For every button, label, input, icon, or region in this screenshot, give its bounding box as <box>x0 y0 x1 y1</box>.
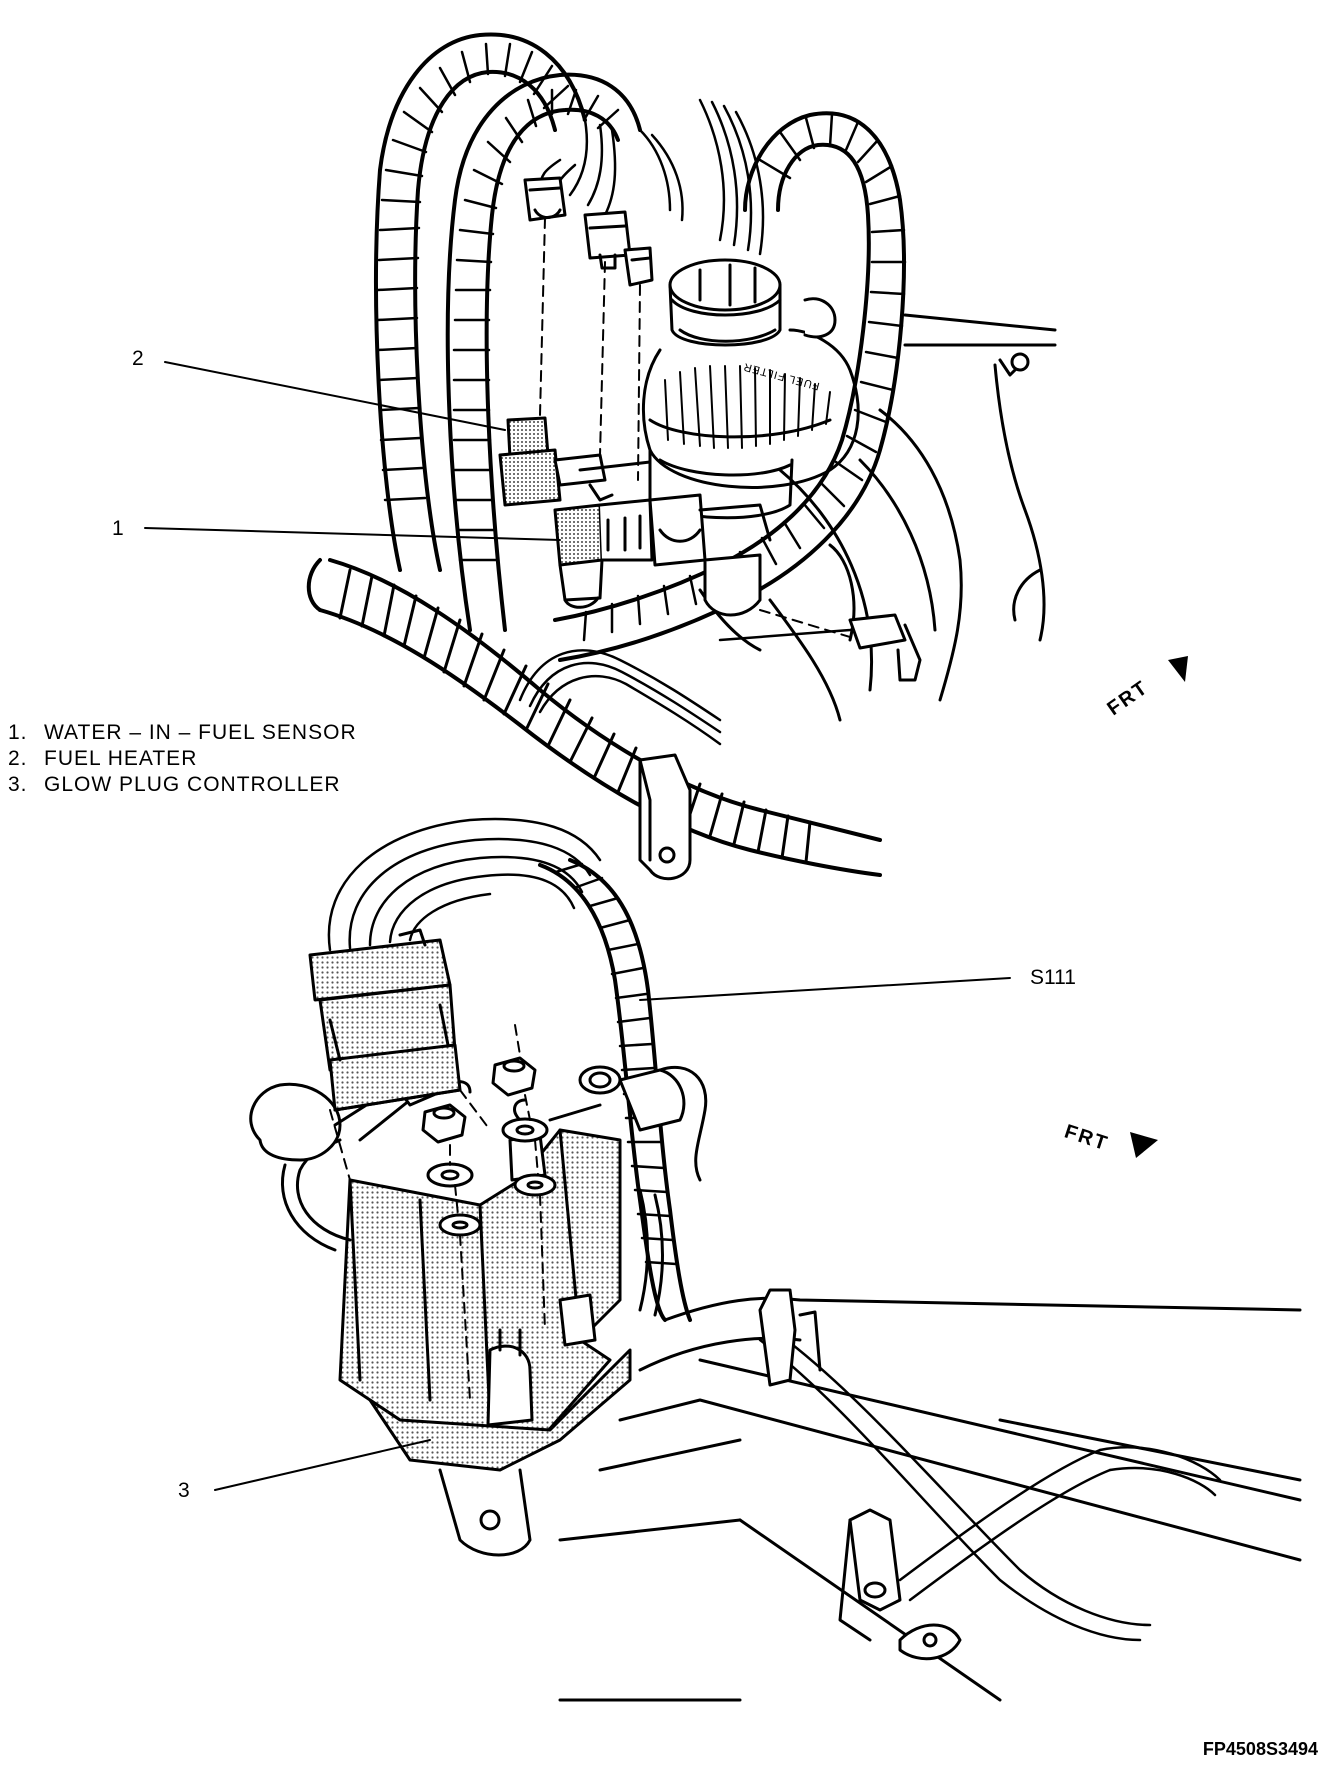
bottom-assembly <box>214 817 1302 1702</box>
harness-bracket <box>638 753 692 881</box>
small-wires-top <box>518 628 877 746</box>
callout-1: 1 <box>112 517 124 540</box>
legend-number: 2. <box>8 747 28 770</box>
clamp-bracket <box>758 1288 962 1661</box>
legend-text: GLOW PLUG CONTROLLER <box>44 773 341 796</box>
top-assembly <box>144 32 1057 881</box>
legend: 1. WATER – IN – FUEL SENSOR 2. FUEL HEAT… <box>8 720 357 798</box>
frt-arrow-bottom-icon <box>1130 1132 1158 1158</box>
harness-loop-left <box>374 32 587 572</box>
connector-top-right <box>623 246 654 287</box>
leader-line-1 <box>144 527 561 541</box>
fuel-heater-part <box>498 416 652 507</box>
harness-connector-right <box>848 613 922 682</box>
callout-3: 3 <box>178 1479 190 1502</box>
leader-line-2 <box>164 361 506 431</box>
leader-line-s111 <box>639 977 1011 1001</box>
fuel-lines-bottom <box>758 1333 1222 1642</box>
callout-2: 2 <box>132 347 144 370</box>
fuel-filter <box>642 258 1030 520</box>
legend-item: 2. FUEL HEATER <box>8 746 357 772</box>
legend-number: 1. <box>8 721 28 744</box>
harness-loop-middle <box>445 72 642 632</box>
filter-base <box>648 493 772 617</box>
leader-line-3 <box>214 1439 431 1491</box>
connector-top-left <box>523 176 567 222</box>
ground-terminal <box>513 1065 708 1317</box>
wire-bundle-bottom <box>327 817 602 952</box>
harness-main-top <box>306 558 882 877</box>
alignment-lines-bottom <box>329 1024 546 1401</box>
legend-text: WATER – IN – FUEL SENSOR <box>44 721 357 744</box>
nut-left <box>421 1103 482 1237</box>
legend-item: 3. GLOW PLUG CONTROLLER <box>8 772 357 798</box>
water-in-fuel-sensor-part <box>553 483 654 609</box>
figure-code: FP4508S3494 <box>1202 1739 1318 1759</box>
legend-text: FUEL HEATER <box>44 747 198 770</box>
connector-top-middle <box>583 210 632 270</box>
controller-connector <box>308 928 462 1112</box>
callout-s111: S111 <box>1030 966 1076 989</box>
legend-item: 1. WATER – IN – FUEL SENSOR <box>8 720 357 746</box>
legend-number: 3. <box>8 773 28 796</box>
nut-right <box>491 1056 557 1197</box>
alignment-lines-top <box>539 217 861 641</box>
glow-plug-controller-part <box>338 1128 632 1557</box>
engine-block-top <box>698 313 1057 722</box>
frt-arrow-top-icon <box>1168 656 1188 682</box>
wire-bundle-top <box>538 98 765 256</box>
frame-bottom <box>558 1296 1302 1702</box>
